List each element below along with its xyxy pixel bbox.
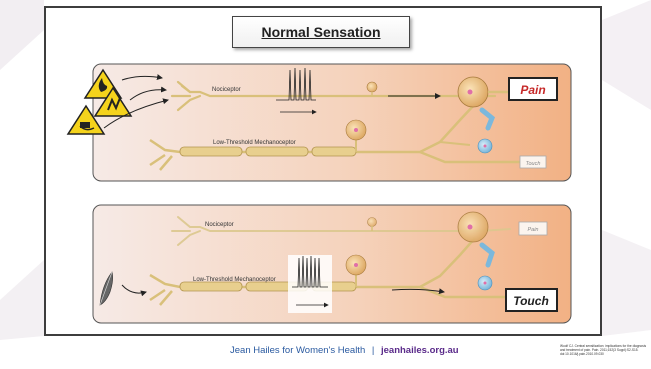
- top-nociceptor-label: Nociceptor: [212, 87, 241, 93]
- diagram-title: Normal Sensation: [261, 24, 380, 40]
- bottom-touch-label: Touch: [513, 294, 549, 308]
- footer-url[interactable]: jeanhailes.org.au: [381, 345, 459, 356]
- bottom-spinal-neuron: [458, 212, 488, 242]
- bottom-pain-label: Pain: [527, 227, 538, 233]
- footer-separator: |: [372, 345, 374, 356]
- top-touch-label: Touch: [526, 161, 541, 167]
- top-mechanoceptor-label: Low-Threshold Mechanoceptor: [213, 140, 296, 146]
- diagram-title-box: Normal Sensation: [232, 16, 410, 48]
- top-nociceptor-cell: [367, 82, 377, 92]
- bottom-nociceptor-label: Nociceptor: [205, 222, 234, 228]
- citation: Woolf CJ. Central sensitization: implica…: [560, 344, 648, 356]
- bottom-panel: Nociceptor Low-Threshold Mechanoceptor P…: [93, 205, 571, 323]
- bottom-action-potential: [288, 255, 332, 313]
- top-panel: Nociceptor Low-Threshold Mechanoceptor P…: [68, 64, 571, 181]
- bottom-mechanoceptor-label: Low-Threshold Mechanoceptor: [193, 277, 276, 283]
- bottom-nociceptor-cell: [368, 218, 377, 227]
- footer-org: Jean Hailes for Women's Health: [230, 345, 365, 356]
- footer: Jean Hailes for Women's Health | jeanhai…: [230, 345, 459, 356]
- top-pain-label: Pain: [520, 83, 545, 97]
- top-spinal-neuron: [458, 77, 488, 107]
